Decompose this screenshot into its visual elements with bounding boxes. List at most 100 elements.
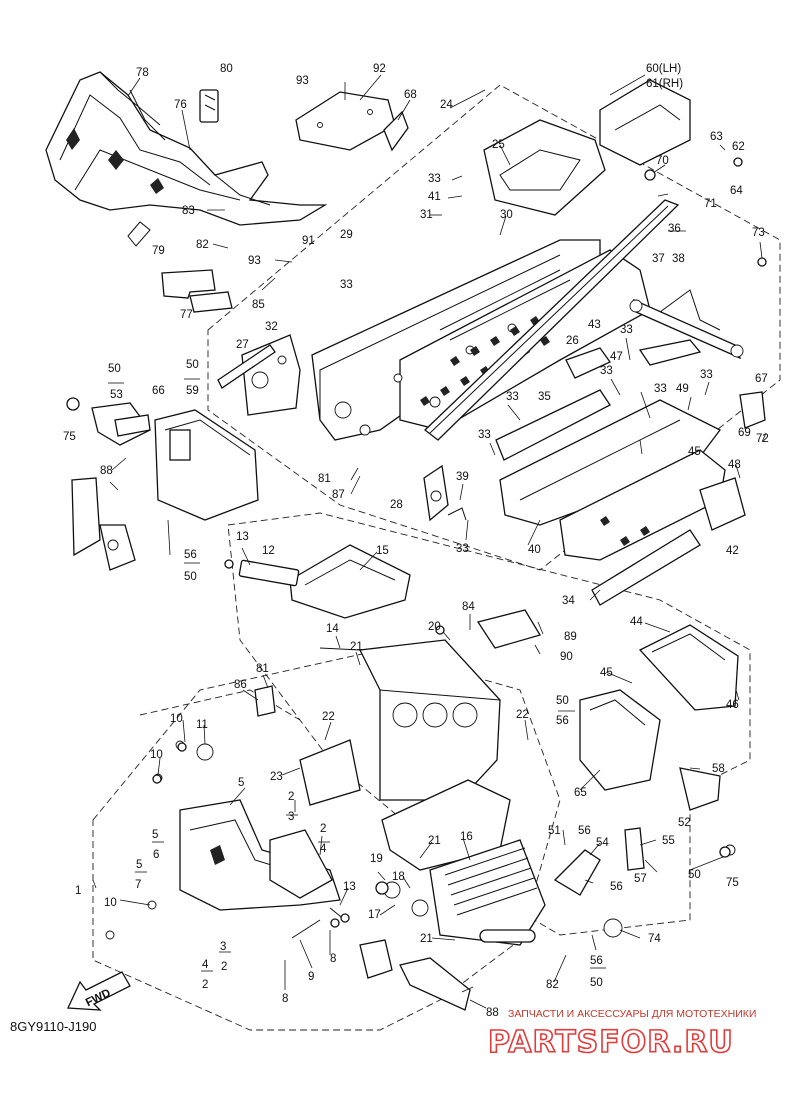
callout-label: 45 <box>600 667 613 679</box>
stack-brackets <box>108 230 686 972</box>
callout-label: 32 <box>265 321 278 333</box>
callout-label: 13 <box>236 531 249 543</box>
callout-label: 81 <box>256 663 269 675</box>
callout-label: 13 <box>343 881 356 893</box>
callout-label: 86 <box>234 679 247 691</box>
callout-label: 91 <box>302 235 315 247</box>
callout-label: 51 <box>548 825 561 837</box>
callout-label: 33 <box>340 279 353 291</box>
callout-label: 62 <box>732 141 745 153</box>
callout-label: 59 <box>186 385 199 397</box>
callout-label: 33 <box>700 369 713 381</box>
front-nose-frame <box>45 71 328 247</box>
callout-label: 10 <box>150 749 163 761</box>
callout-label: 63 <box>710 131 723 143</box>
callout-label: 22 <box>516 709 529 721</box>
callout-label: 93 <box>248 255 261 267</box>
callout-label: 89 <box>564 631 577 643</box>
callout-label: 10 <box>170 713 183 725</box>
callout-label: 82 <box>546 979 559 991</box>
bracket-28 <box>423 464 467 522</box>
callout-label: 52 <box>678 817 691 829</box>
callout-label: 27 <box>236 339 249 351</box>
callout-label: 67 <box>755 373 768 385</box>
callout-label: 70 <box>656 155 669 167</box>
callout-label: 10 <box>104 897 117 909</box>
callout-label: 50 <box>688 869 701 881</box>
callout-label: 14 <box>326 623 339 635</box>
leader-lines <box>92 74 767 1009</box>
left-side-brackets <box>67 334 301 571</box>
callout-label: 57 <box>634 873 647 885</box>
callout-label: 4 <box>320 843 327 855</box>
callout-label: 50 <box>184 571 197 583</box>
callout-label: 8 <box>282 993 288 1005</box>
callout-label: 58 <box>712 763 725 775</box>
callout-label: 73 <box>752 227 765 239</box>
callout-label: 18 <box>392 871 405 883</box>
callout-label: 71 <box>704 198 717 210</box>
callout-label: 5 <box>238 777 244 789</box>
callout-label: 48 <box>728 459 741 471</box>
callout-label: 2 <box>288 791 294 803</box>
callout-label: 66 <box>152 385 165 397</box>
callout-label: 53 <box>110 389 123 401</box>
callout-label: 39 <box>456 471 469 483</box>
callout-label: 36 <box>668 223 681 235</box>
callout-label: 33 <box>428 173 441 185</box>
callout-label: 33 <box>654 383 667 395</box>
callout-label: 56 <box>578 825 591 837</box>
watermark-brand: PARTSFOR.RU <box>488 1025 734 1060</box>
callout-label: 5 <box>152 829 158 841</box>
callout-label: 12 <box>262 545 275 557</box>
callout-label: 15 <box>376 545 389 557</box>
callout-label: 88 <box>100 465 113 477</box>
watermark-tagline: ЗАПЧАСТИ И АКСЕССУАРЫ ДЛЯ МОТОТЕХНИКИ <box>508 1008 756 1020</box>
callout-label: 3 <box>288 811 294 823</box>
callout-label: 56 <box>184 549 197 561</box>
callout-label: 84 <box>462 601 475 613</box>
callout-label: 83 <box>182 205 195 217</box>
callout-label: 68 <box>404 89 417 101</box>
callout-label: 78 <box>136 67 149 79</box>
callout-label: 38 <box>672 253 685 265</box>
callout-label: 87 <box>332 489 345 501</box>
callout-label: 5 <box>136 859 142 871</box>
callout-label: 61(RH) <box>646 78 683 90</box>
diagram-code: 8GY9110-J190 <box>10 1019 97 1034</box>
callout-label: 20 <box>428 621 441 633</box>
callout-label: 76 <box>174 99 187 111</box>
callout-label: 7 <box>135 879 141 891</box>
callout-label: 4 <box>202 959 209 971</box>
callout-label: 50 <box>186 359 199 371</box>
callout-label: 50 <box>556 695 569 707</box>
callout-label: 21 <box>420 933 433 945</box>
callout-label: 3 <box>220 941 226 953</box>
callout-label: 88 <box>486 1007 499 1019</box>
callout-label: 33 <box>456 543 469 555</box>
lower-brackets <box>359 918 623 1011</box>
callout-label: 46 <box>726 699 739 711</box>
callout-label: 44 <box>630 616 643 628</box>
callout-label: 90 <box>560 651 573 663</box>
rear-subframe <box>629 289 744 366</box>
callout-label: 37 <box>652 253 665 265</box>
callout-label: 47 <box>610 351 623 363</box>
tunnel-main-frame <box>295 79 691 441</box>
callout-label: 23 <box>270 771 283 783</box>
callout-label: 55 <box>662 835 675 847</box>
callout-label: 2 <box>320 823 326 835</box>
callout-label: 56 <box>590 955 603 967</box>
callout-label: 34 <box>562 595 575 607</box>
callout-label: 33 <box>506 391 519 403</box>
callout-label: 33 <box>478 429 491 441</box>
callout-label: 30 <box>500 209 513 221</box>
callout-label: 21 <box>428 835 441 847</box>
callout-label: 79 <box>152 245 165 257</box>
callout-label: 42 <box>726 545 739 557</box>
right-mid-brackets <box>553 689 736 896</box>
fwd-arrow: FWD <box>67 971 131 1011</box>
callout-label: 26 <box>566 335 579 347</box>
